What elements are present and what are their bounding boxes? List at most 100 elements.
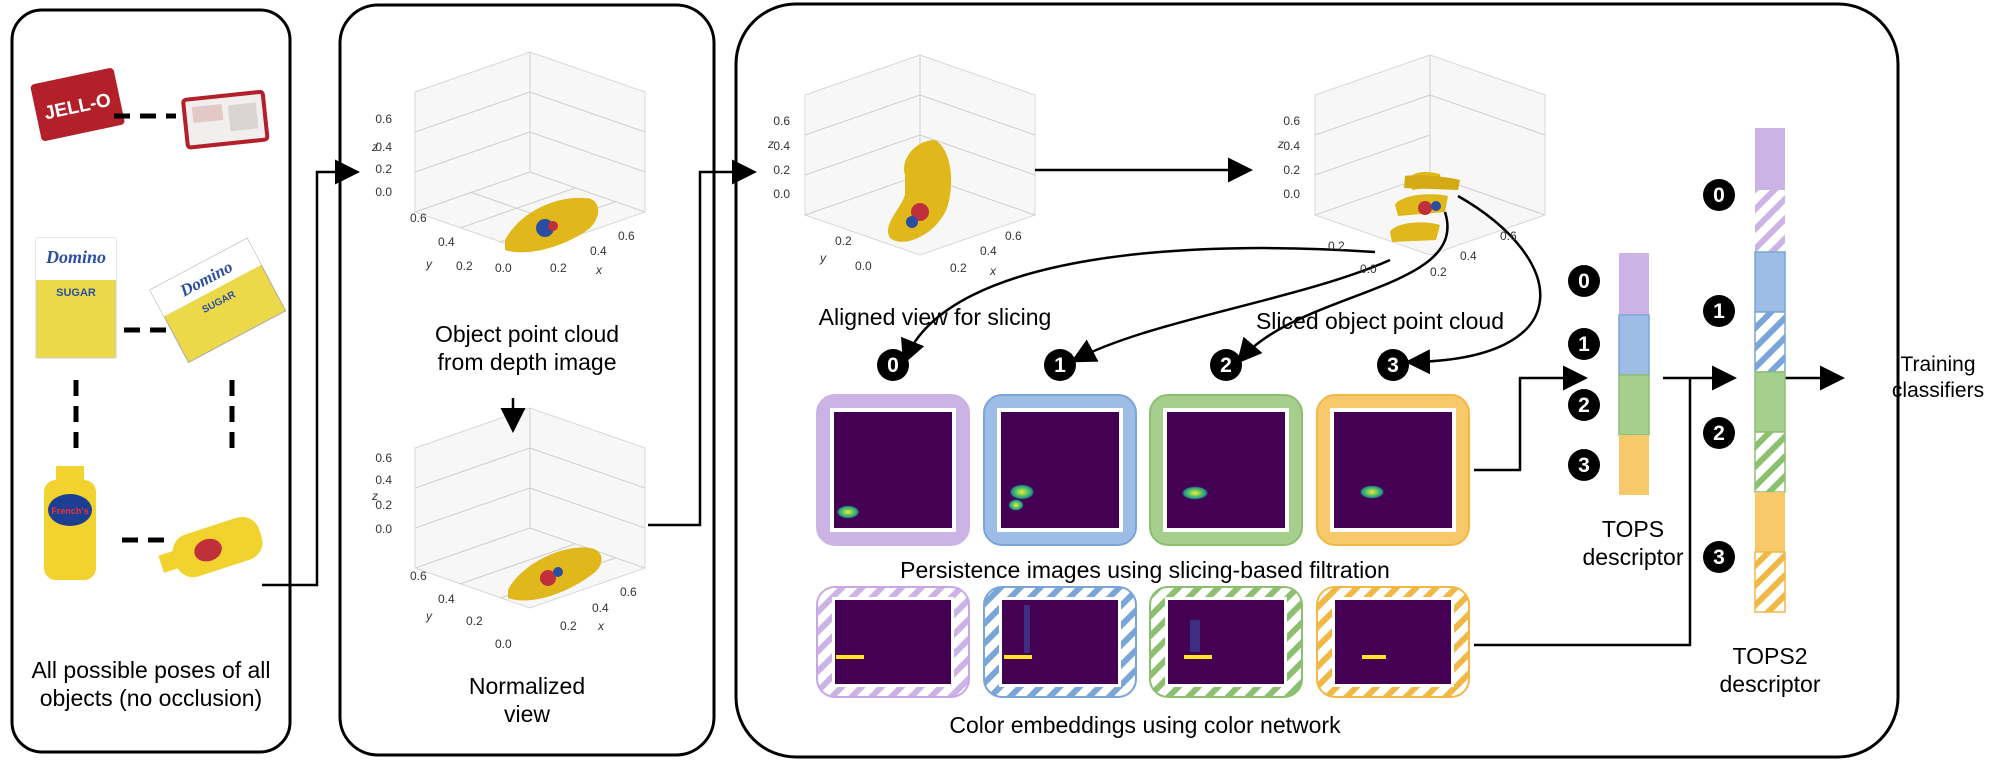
output-training-line2: classifiers (1891, 379, 1985, 402)
panel1-caption-line1: All possible poses of all (31, 657, 271, 683)
panel2-caption-top-line2: from depth image (437, 349, 617, 375)
color-embedding-caption: Color embeddings using color network (949, 712, 1341, 738)
tick-norm-y0: 0.6 (410, 569, 427, 583)
tick-aligned-z3: 0.0 (773, 187, 790, 201)
tick-sliced-x2: 0.2 (1430, 265, 1447, 279)
slice-arrows (901, 194, 1542, 375)
tops-descriptor-bar (1618, 253, 1650, 495)
slice-number-1: 1 (1044, 349, 1076, 381)
tick-raw-y1: 0.4 (438, 235, 455, 249)
tick-norm-x2: 0.2 (560, 619, 577, 633)
mustard-lying (158, 516, 263, 578)
tick-raw-x1: 0.4 (590, 244, 607, 258)
plot3d-normalized-object (508, 547, 602, 601)
tops-number-0: 0 (1568, 265, 1600, 297)
tick-raw-z0: 0.6 (375, 112, 392, 126)
persistence-image-1 (983, 394, 1137, 546)
svg-text:3: 3 (1578, 454, 1590, 477)
tick-sliced-x0: 0.6 (1500, 229, 1517, 243)
tops-caption-line2: descriptor (1582, 544, 1684, 570)
persistence-image-0 (816, 394, 970, 546)
tick-aligned-z2: 0.2 (773, 163, 790, 177)
tick-norm-y2: 0.2 (466, 614, 483, 628)
arrow-panel1-to-panel2 (262, 159, 360, 587)
tick-sliced-z3: 0.0 (1283, 187, 1300, 201)
svg-text:2: 2 (1578, 394, 1590, 417)
panel2-caption-bottom-line2: view (503, 701, 550, 727)
color-embedding-1 (983, 586, 1137, 698)
domino-logo: Domino (45, 247, 106, 267)
tick-aligned-z1: 0.4 (773, 139, 790, 153)
tick-norm-z0: 0.6 (375, 451, 392, 465)
plot3d-raw-object (505, 197, 599, 253)
label-aligned-z: z (767, 137, 774, 151)
arrow-panel2-to-panel3 (648, 159, 757, 527)
sugar-box-front: Domino SUGAR (35, 237, 117, 359)
tick-sliced-z0: 0.6 (1283, 114, 1300, 128)
tick-sliced-z1: 0.4 (1283, 139, 1300, 153)
label-aligned-y: y (819, 251, 827, 265)
tops2-number-0: 0 (1703, 179, 1735, 211)
svg-text:0: 0 (887, 354, 899, 377)
label-aligned-x: x (989, 264, 997, 278)
label-raw-z: z (371, 140, 378, 154)
tops2-caption-line1: TOPS2 (1732, 643, 1808, 669)
mustard-logo: French's (51, 506, 88, 516)
output-training-line1: Training (1900, 353, 1976, 376)
tick-raw-x0: 0.6 (618, 229, 635, 243)
label-norm-y: y (425, 609, 433, 623)
tops2-number-2: 2 (1703, 417, 1735, 449)
tick-norm-z1: 0.4 (375, 473, 392, 487)
tick-raw-z1: 0.4 (375, 140, 392, 154)
tops2-caption-line2: descriptor (1719, 671, 1821, 697)
color-embedding-3 (1316, 586, 1470, 698)
tick-sliced-y3: 0.0 (1360, 262, 1377, 276)
label-norm-x: x (597, 619, 605, 633)
tick-sliced-x1: 0.4 (1460, 249, 1477, 263)
persistence-caption: Persistence images using slicing-based f… (900, 557, 1390, 583)
color-embedding-0 (816, 586, 970, 698)
mustard-upright: French's (44, 466, 96, 580)
tick-aligned-y3: 0.0 (855, 259, 872, 273)
tick-norm-y1: 0.4 (438, 592, 455, 606)
plot3d-aligned-object (887, 140, 952, 242)
tick-aligned-x2: 0.2 (950, 261, 967, 275)
tick-aligned-z0: 0.6 (773, 114, 790, 128)
slice-number-0: 0 (877, 349, 909, 381)
arrow-persistence-to-tops (1474, 365, 1588, 472)
tick-norm-z3: 0.0 (375, 522, 392, 536)
panel-all-poses (10, 8, 292, 754)
panel2-caption-top-line1: Object point cloud (434, 321, 620, 347)
tick-norm-z2: 0.2 (375, 498, 392, 512)
tick-raw-y2: 0.2 (456, 259, 473, 273)
svg-text:0: 0 (1578, 270, 1590, 293)
plot3d-sliced-object (1390, 172, 1460, 242)
tick-aligned-x0: 0.6 (1005, 229, 1022, 243)
persistence-image-3 (1316, 394, 1470, 546)
label-sliced-z: z (1277, 137, 1284, 151)
svg-text:3: 3 (1713, 546, 1725, 569)
tops-caption-line1: TOPS (1601, 516, 1665, 542)
slice-number-2: 2 (1210, 349, 1242, 381)
tick-norm-y3: 0.0 (495, 637, 512, 651)
sliced-view-caption: Sliced object point cloud (1255, 308, 1505, 334)
tick-raw-x2: 0.2 (550, 261, 567, 275)
persistence-image-2 (1149, 394, 1303, 546)
panel-topology (734, 2, 1900, 759)
tick-raw-z2: 0.2 (375, 162, 392, 176)
plot3d-sliced (1314, 54, 1546, 256)
jello-box-front: JELL-O (30, 68, 125, 141)
tops2-number-1: 1 (1703, 295, 1735, 327)
color-embedding-2 (1149, 586, 1303, 698)
tick-aligned-y2: 0.2 (835, 234, 852, 248)
sugar-box-tilted: Domino SUGAR (149, 237, 287, 364)
slice-number-3: 3 (1377, 349, 1409, 381)
svg-text:0: 0 (1713, 184, 1725, 207)
tops-number-1: 1 (1568, 328, 1600, 360)
pose-connectors (73, 113, 235, 543)
svg-text:3: 3 (1387, 354, 1399, 377)
svg-text:1: 1 (1578, 333, 1590, 356)
tops-number-3: 3 (1568, 449, 1600, 481)
tops2-descriptor-bar (1754, 128, 1786, 613)
